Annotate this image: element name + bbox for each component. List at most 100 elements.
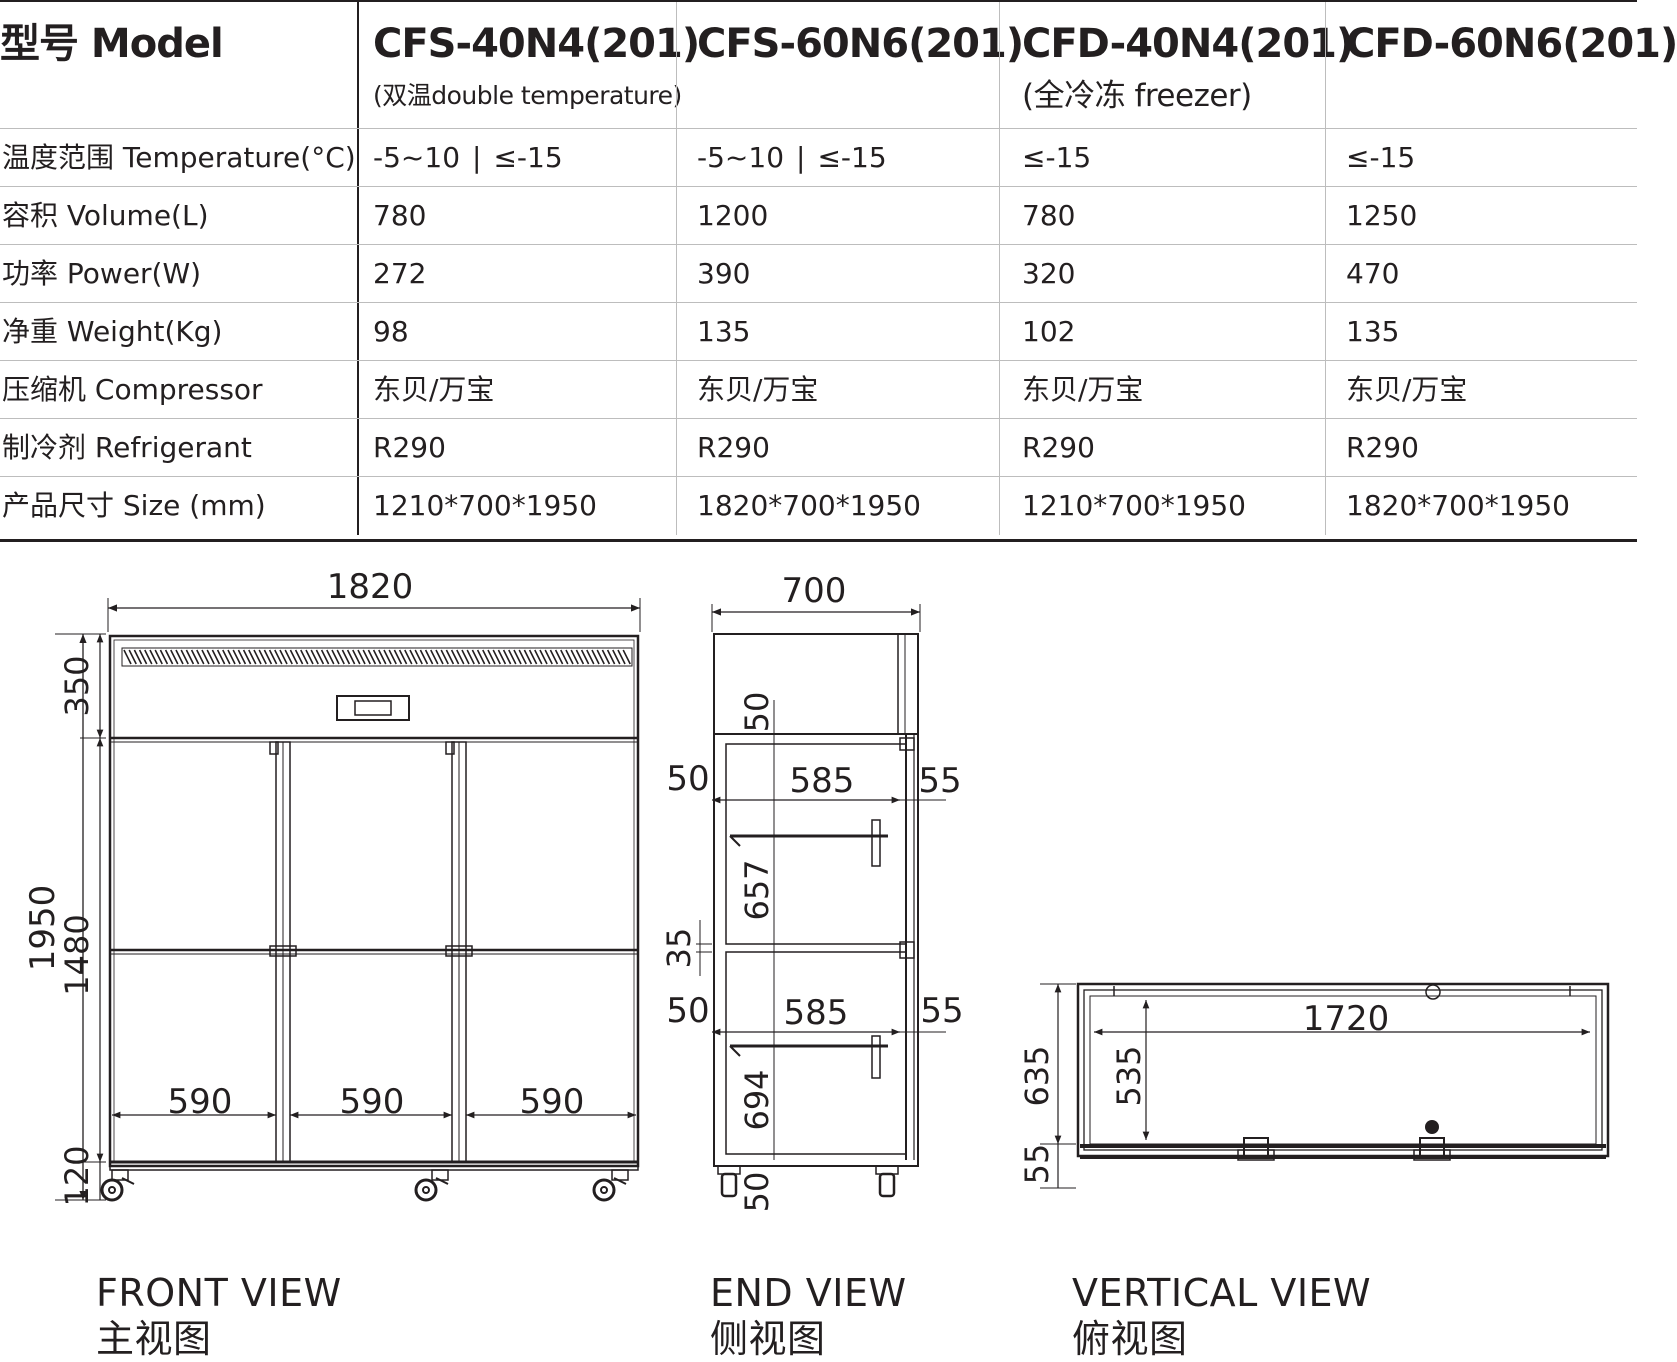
table-cell: 1820*700*1950 <box>676 477 999 535</box>
cell-value: 470 <box>1346 257 1400 290</box>
end-top-gap-dim: 50 <box>738 692 776 733</box>
table-cell: ≤-15 <box>999 129 1325 187</box>
cell-value: ≤-15 <box>817 141 887 174</box>
vent-grille <box>121 647 633 667</box>
technical-drawings: 1820 1950 350 1480 120 590 590 590 <box>23 567 1610 1212</box>
table-cell: ≤-15 <box>1325 129 1637 187</box>
header-label-cell: 型号 Model <box>0 2 357 130</box>
cell-value: R290 <box>1346 431 1419 464</box>
end-view-drawing: 700 50 657 694 50 50 585 55 50 585 55 35 <box>660 571 964 1212</box>
vertical-depth-dim: 635 <box>1018 1045 1056 1106</box>
end-inner-upper-dim: 585 <box>790 761 855 801</box>
end-right-lower-dim: 55 <box>920 991 963 1031</box>
table-cell: 东贝/万宝 <box>999 361 1325 419</box>
end-left-upper-dim: 50 <box>666 759 709 799</box>
vertical-view-caption: VERTICAL VIEW 俯视图 <box>1072 1270 1371 1362</box>
cell-value: ≤-15 <box>1022 141 1092 174</box>
row-label: 制冷剂 Refrigerant <box>2 431 252 464</box>
table-header-row: 型号 Model CFS-40N4(201) (双温double tempera… <box>0 0 1677 130</box>
cell-value: 1250 <box>1346 199 1418 232</box>
table-cell: 780 <box>357 187 676 245</box>
cell-value: 98 <box>373 315 409 348</box>
table-cell: -5~10|≤-15 <box>357 129 676 187</box>
front-width-dim: 1820 <box>327 567 414 607</box>
table-cell: 390 <box>676 245 999 303</box>
end-left-lower-dim: 50 <box>666 991 709 1031</box>
cell-value: 东贝/万宝 <box>1022 373 1144 406</box>
front-base-dim: 120 <box>58 1145 96 1206</box>
table-cell: 780 <box>999 187 1325 245</box>
end-width-dim: 700 <box>782 571 847 611</box>
cell-value: -5~10 <box>373 141 461 174</box>
cell-value: 1200 <box>697 199 769 232</box>
model-note: (双温double temperature) <box>373 81 682 110</box>
table-cell: -5~10|≤-15 <box>676 129 999 187</box>
end-lower-height-dim: 694 <box>738 1069 776 1130</box>
table-row: 功率 Power(W) 272 390 320 470 <box>0 244 1637 303</box>
row-label: 产品尺寸 Size (mm) <box>2 489 266 522</box>
vertical-view-title-en: VERTICAL VIEW <box>1072 1271 1372 1315</box>
cell-value: 320 <box>1022 257 1076 290</box>
cell-value: 390 <box>697 257 751 290</box>
front-door-dim: 590 <box>340 1082 405 1122</box>
table-cell: 272 <box>357 245 676 303</box>
front-view-title-zh: 主视图 <box>96 1317 212 1361</box>
front-height-dim: 1950 <box>23 885 63 972</box>
cell-value: 102 <box>1022 315 1076 348</box>
vertical-front-gap-dim: 55 <box>1018 1144 1056 1185</box>
cell-value: 1820*700*1950 <box>1346 489 1570 522</box>
front-view-title-en: FRONT VIEW <box>96 1271 342 1315</box>
table-cell: 东贝/万宝 <box>1325 361 1637 419</box>
row-label: 温度范围 Temperature(°C) <box>2 141 356 174</box>
end-upper-height-dim: 657 <box>738 859 776 920</box>
cell-value: ≤-15 <box>1346 141 1416 174</box>
end-mid-gap-dim: 35 <box>660 928 698 969</box>
cell-value: R290 <box>373 431 446 464</box>
table-cell: R290 <box>1325 419 1637 477</box>
table-cell: R290 <box>676 419 999 477</box>
end-right-upper-dim: 55 <box>918 761 961 801</box>
model-name: CFD-60N6(201) <box>1346 21 1677 67</box>
front-door-dim: 590 <box>520 1082 585 1122</box>
end-inner-lower-dim: 585 <box>784 993 849 1033</box>
model-name: CFD-40N4(201) <box>1022 21 1354 67</box>
cell-value: 1210*700*1950 <box>1022 489 1246 522</box>
table-cell: 1820*700*1950 <box>1325 477 1637 535</box>
model-note: (全冷冻 freezer) <box>1022 78 1252 114</box>
table-cell: 98 <box>357 303 676 361</box>
cell-value: 1210*700*1950 <box>373 489 597 522</box>
header-label: 型号 Model <box>0 21 224 67</box>
table-cell: 1200 <box>676 187 999 245</box>
table-bottom-rule <box>0 539 1637 542</box>
cell-value: ≤-15 <box>493 141 563 174</box>
table-cell: 1210*700*1950 <box>357 477 676 535</box>
vertical-inner-depth-dim: 535 <box>1110 1045 1148 1106</box>
vertical-view-drawing: 1720 635 55 535 <box>1018 982 1610 1189</box>
cell-value: 135 <box>1346 315 1400 348</box>
front-body-dim: 1480 <box>58 914 96 995</box>
table-cell: 135 <box>676 303 999 361</box>
spec-table: 型号 Model CFS-40N4(201) (双温double tempera… <box>0 0 1677 542</box>
cell-value: 135 <box>697 315 751 348</box>
table-cell: 东贝/万宝 <box>676 361 999 419</box>
row-label: 功率 Power(W) <box>2 257 202 290</box>
header-model-cell: CFD-40N4(201) (全冷冻 freezer) <box>999 2 1354 130</box>
end-view-title-en: END VIEW <box>710 1271 907 1315</box>
vertical-view-title-zh: 俯视图 <box>1072 1317 1188 1361</box>
table-cell: 135 <box>1325 303 1637 361</box>
table-row: 温度范围 Temperature(°C)-5~10|≤-15-5~10|≤-15… <box>0 128 1637 187</box>
header-model-cell: CFS-60N6(201) <box>676 2 1024 130</box>
cell-value: 1820*700*1950 <box>697 489 921 522</box>
end-view-caption: END VIEW 侧视图 <box>710 1270 907 1362</box>
table-cell: R290 <box>999 419 1325 477</box>
cell-value: 东贝/万宝 <box>697 373 819 406</box>
cell-value: 272 <box>373 257 427 290</box>
end-view-title-zh: 侧视图 <box>710 1317 826 1361</box>
value-separator: | <box>796 141 806 174</box>
table-cell: 320 <box>999 245 1325 303</box>
